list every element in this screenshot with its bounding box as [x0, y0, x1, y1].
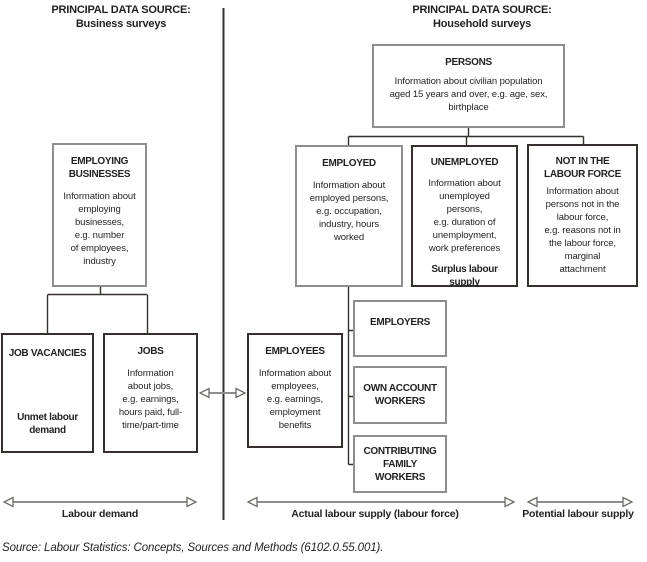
box-body: Information about employing businesses, …: [63, 191, 136, 267]
labour-demand-arrow: [2, 496, 198, 508]
box-title: JOB VACANCIES: [8, 348, 87, 359]
header-business-surveys: PRINCIPAL DATA SOURCE: Business surveys: [31, 4, 211, 31]
box-body: Information about persons not in the lab…: [544, 186, 621, 275]
box-own-account-workers: OWN ACCOUNT WORKERS: [353, 366, 447, 424]
box-employing-businesses: EMPLOYING BUSINESSES Information about e…: [52, 143, 147, 287]
box-body: Information about civilian population ag…: [389, 76, 548, 113]
jobs-employees-arrow: [198, 387, 247, 399]
box-job-vacancies: JOB VACANCIES Unmet labour demand: [1, 333, 94, 453]
box-employed: EMPLOYED Information about employed pers…: [295, 145, 403, 287]
box-title: CONTRIBUTING FAMILY WORKERS: [363, 445, 437, 483]
box-body: Information about unemployed persons, e.…: [428, 178, 501, 254]
arrowhead-left: [526, 496, 538, 508]
arrowhead-right: [504, 496, 516, 508]
box-contributing-family-workers: CONTRIBUTING FAMILY WORKERS: [353, 435, 447, 493]
arrowhead-left: [246, 496, 258, 508]
header-business-line2: Business surveys: [75, 17, 167, 30]
box-title: UNEMPLOYED: [430, 157, 499, 168]
box-title: EMPLOYERS: [369, 317, 431, 328]
box-employees: EMPLOYEES Information about employees, e…: [247, 333, 343, 448]
potential-labour-supply-arrow: [526, 496, 634, 508]
box-not-in-labour-force: NOT IN THE LABOUR FORCE Information abou…: [527, 144, 638, 287]
box-body: Information about employees, e.g. earnin…: [258, 368, 332, 431]
box-persons: PERSONS Information about civilian popul…: [372, 44, 565, 128]
box-footer: Unmet labour demand: [17, 412, 78, 436]
box-title: EMPLOYING BUSINESSES: [68, 156, 131, 180]
box-footer: Surplus labour supply: [431, 264, 498, 288]
source-note: Source: Labour Statistics: Concepts, Sou…: [2, 542, 384, 554]
box-body: Information about employed persons, e.g.…: [309, 180, 389, 243]
arrowhead-right: [235, 387, 247, 399]
box-title: EMPLOYEES: [265, 346, 325, 357]
box-title: JOBS: [137, 346, 164, 357]
arrowhead-right: [622, 496, 634, 508]
potential-labour-supply-label: Potential labour supply: [522, 508, 634, 520]
header-household-surveys: PRINCIPAL DATA SOURCE: Household surveys: [392, 4, 572, 31]
arrowhead-left: [198, 387, 210, 399]
header-business-line1: PRINCIPAL DATA SOURCE:: [51, 4, 191, 16]
box-title: PERSONS: [445, 57, 492, 68]
arrowhead-right: [186, 496, 198, 508]
labour-demand-label: Labour demand: [61, 508, 139, 520]
actual-labour-supply-arrow: [246, 496, 516, 508]
box-unemployed: UNEMPLOYED Information about unemployed …: [411, 145, 518, 288]
box-employers: EMPLOYERS: [353, 300, 447, 357]
actual-labour-supply-label: Actual labour supply (labour force): [291, 508, 459, 520]
employing-businesses-tree: [46, 287, 149, 333]
arrowhead-left: [2, 496, 14, 508]
box-title: NOT IN THE LABOUR FORCE: [544, 156, 621, 180]
header-household-line2: Household surveys: [432, 17, 532, 30]
persons-tree: [347, 128, 585, 145]
header-household-line1: PRINCIPAL DATA SOURCE:: [412, 4, 552, 16]
box-title: OWN ACCOUNT WORKERS: [363, 383, 437, 407]
box-title: EMPLOYED: [322, 158, 376, 169]
box-jobs: JOBS Information about jobs, e.g. earnin…: [103, 333, 198, 453]
box-body: Information about jobs, e.g. earnings, h…: [118, 368, 183, 431]
